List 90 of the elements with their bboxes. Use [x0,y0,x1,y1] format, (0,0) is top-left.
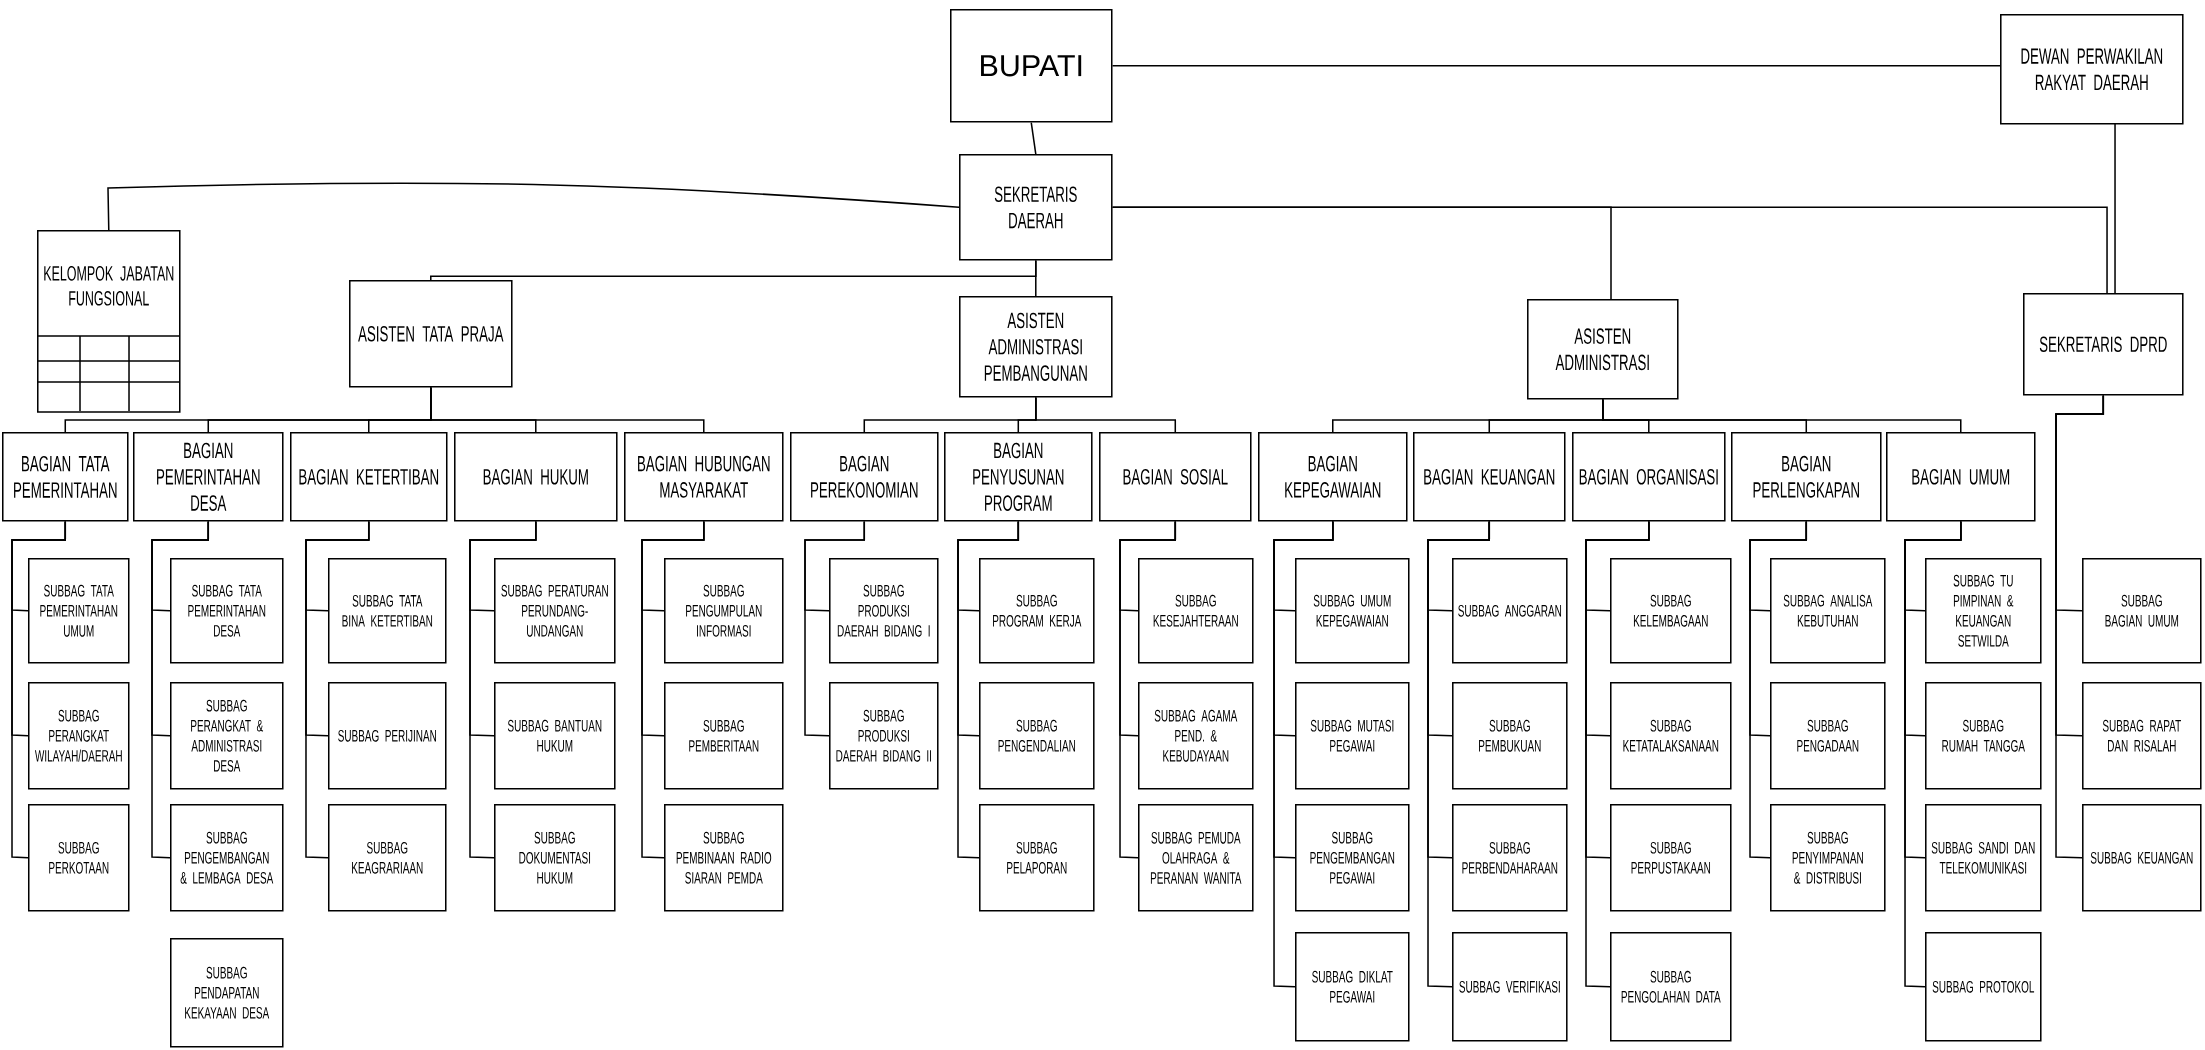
position-box: BUPATI [950,9,1113,123]
section-box: BAGIAN HUBUNGAN MASYARAKAT [624,432,784,522]
subsection-box: SUBBAG TATA BINA KETERTIBAN [328,558,447,664]
subsection-box: SUBBAG ANALISA KEBUTUHAN [1770,558,1886,664]
connector-line [1035,259,1037,297]
subsection-box: SUBBAG KELEMBAGAAN [1610,558,1732,664]
connector-line [469,520,537,859]
subsection-box: SUBBAG ANGGARAN [1452,558,1568,664]
subsection-box: SUBBAG PERPUSTAKAAN [1610,804,1732,912]
connector-line [1273,520,1334,988]
section-box: BAGIAN PERLENGKAPAN [1731,432,1882,522]
section-box: BAGIAN SOSIAL [1099,432,1252,522]
section-box: BAGIAN KETERTIBAN [290,432,448,522]
position-box: ASISTEN TATA PRAJA [349,280,513,388]
section-box: BAGIAN PEMERINTAHAN DESA [133,432,284,522]
subsection-box: SUBBAG PENGENDALIAN [979,682,1095,790]
connector-line [151,520,209,859]
subsection-box: SUBBAG PENGUMPULAN INFORMASI [664,558,784,664]
subsection-box: SUBBAG PENGADAAN [1770,682,1886,790]
connector-line [107,182,960,231]
subsection-box: SUBBAG BAGIAN UMUM [2082,558,2202,664]
section-box: BAGIAN HUKUM [454,432,618,522]
subsection-box: SUBBAG PEMBERITAAN [664,682,784,790]
connector-line [429,386,705,433]
connector-line [1427,520,1490,988]
section-box: BAGIAN PEREKONOMIAN [790,432,939,522]
position-box: SEKRETARIS DAERAH [959,154,1113,261]
subsection-box: SUBBAG PROGRAM KERJA [979,558,1095,664]
position-box: ASISTEN ADMINISTRASI PEMBANGUNAN [959,296,1113,398]
connector-line [2055,394,2105,859]
connector-line [1034,396,1177,433]
section-box: BAGIAN ORGANISASI [1572,432,1726,522]
subsection-box: SUBBAG RAPAT DAN RISALAH [2082,682,2202,790]
subsection-box: SUBBAG PENYIMPANAN & DISTRIBUSI [1770,804,1886,912]
connector-line [957,520,1020,859]
subsection-box: SUBBAG PERANGKAT & ADMINISTRASI DESA [170,682,284,790]
subsection-box: SUBBAG PENGOLAHAN DATA [1610,932,1732,1042]
connector-line [1904,520,1962,988]
subsection-box: SUBBAG TATA PEMERINTAHAN UMUM [28,558,130,664]
connector-line [1111,206,2108,294]
subsection-box: SUBBAG MUTASI PEGAWAI [1295,682,1410,790]
connector-line [1111,65,2001,67]
connector-line [2114,122,2116,294]
connector-line [641,520,705,859]
subsection-box: SUBBAG KESEJAHTERAAN [1138,558,1254,664]
section-box: BAGIAN TATA PEMERINTAHAN [2,432,129,522]
position-box: SEKRETARIS DPRD [2023,293,2184,396]
subsection-box: SUBBAG PERANGKAT WILAYAH/DAERAH [28,682,130,790]
subsection-box: SUBBAG VERIFIKASI [1452,932,1568,1042]
subsection-box: SUBBAG AGAMA PEND. & KEBUDAYAAN [1138,682,1254,790]
subsection-box: SUBBAG PERKOTAAN [28,804,130,912]
subsection-box: SUBBAG PERATURAN PERUNDANG-UNDANGAN [494,558,616,664]
subsection-box: SUBBAG KEUANGAN [2082,804,2202,912]
section-box: BAGIAN KEPEGAWAIAN [1258,432,1408,522]
subsection-box: SUBBAG PRODUKSI DAERAH BIDANG II [829,682,939,790]
subsection-box: SUBBAG PERIJINAN [328,682,447,790]
subsection-box: SUBBAG PRODUKSI DAERAH BIDANG I [829,558,939,664]
subsection-box: SUBBAG DIKLAT PEGAWAI [1295,932,1410,1042]
section-box: BAGIAN PENYUSUNAN PROGRAM [944,432,1093,522]
subsection-box: SUBBAG PEMBUKUAN [1452,682,1568,790]
subsection-box: SUBBAG RUMAH TANGGA [1925,682,2042,790]
subsection-box: SUBBAG TU PIMPINAN & KEUANGAN SETWILDA [1925,558,2042,664]
subsection-box: SUBBAG TATA PEMERINTAHAN DESA [170,558,284,664]
subsection-box: SUBBAG PENDAPATAN KEKAYAAN DESA [170,938,284,1048]
subsection-box: SUBBAG KETATALAKSANAAN [1610,682,1732,790]
subsection-box: SUBBAG PELAPORAN [979,804,1095,912]
connector-line [1119,520,1177,859]
connector-line [1585,520,1650,988]
connector-line [11,520,67,859]
subsection-box: SUBBAG PENGEMBANGAN & LEMBAGA DESA [170,804,284,912]
subsection-box: SUBBAG KEAGRARIAAN [328,804,447,912]
subsection-box: SUBBAG BANTUAN HUKUM [494,682,616,790]
position-box: DEWAN PERWAKILAN RAKYAT DAERAH [2000,14,2184,125]
connector-line [1749,520,1808,859]
group-box: KELOMPOK JABATAN FUNGSIONAL [36,230,181,413]
connector-line [1030,121,1037,155]
subsection-box: SUBBAG PEMBINAAN RADIO SIARAN PEMDA [664,804,784,912]
section-box: BAGIAN UMUM [1886,432,2036,522]
subsection-box: SUBBAG PENGEMBANGAN PEGAWAI [1295,804,1410,912]
section-box: BAGIAN KEUANGAN [1413,432,1566,522]
subsection-box: SUBBAG PERBENDAHARAAN [1452,804,1568,912]
subsection-box: SUBBAG SANDI DAN TELEKOMUNIKASI [1925,804,2042,912]
subsection-box: SUBBAG DOKUMENTASI HUKUM [494,804,616,912]
connector-line [1601,398,1962,433]
subsection-box: SUBBAG UMUM KEPEGAWAIAN [1295,558,1410,664]
connector-line [804,520,866,737]
connector-line [305,520,370,859]
subsection-box: SUBBAG PEMUDA OLAHRAGA & PERANAN WANITA [1138,804,1254,912]
position-box: ASISTEN ADMINISTRASI [1527,299,1679,400]
subsection-box: SUBBAG PROTOKOL [1925,932,2042,1042]
